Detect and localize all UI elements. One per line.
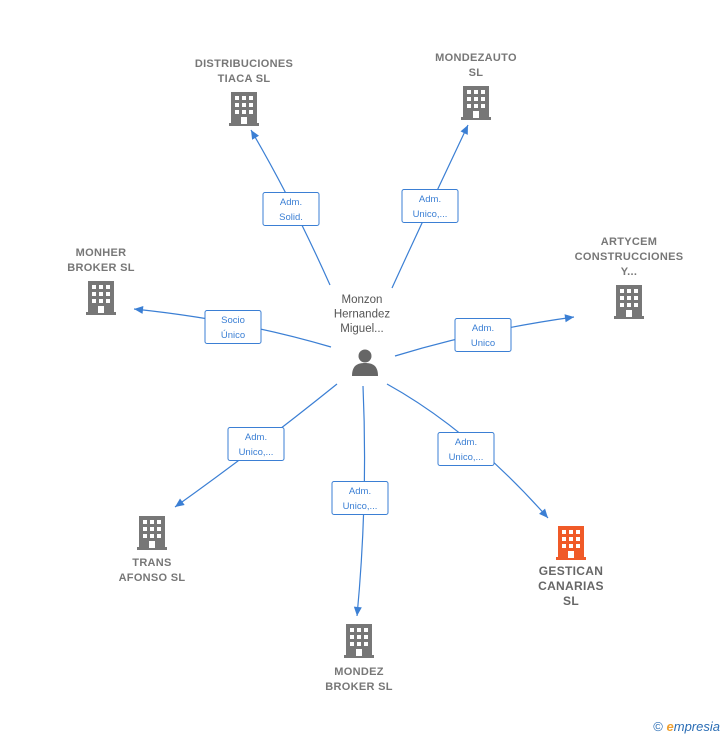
building-icon [556,526,586,560]
relation-badge-gestican[interactable]: Adm. Unico,... [437,432,495,466]
company-name-line: Y... [621,266,638,278]
relation-type-line: Unico,... [343,501,378,512]
arrowhead [134,305,144,314]
relation-type-line: Socio [221,315,245,326]
building-icon [614,285,644,319]
company-name-line: DISTRIBUCIONES [195,58,293,70]
building-icon [137,516,167,550]
company-node-mondezauto[interactable]: MONDEZAUTO SL [435,52,517,120]
relation-type-line: Solid. [279,212,303,223]
company-name-line: MONDEZAUTO [435,52,517,64]
relation-badge-distribuciones[interactable]: Adm. Solid. [262,192,320,226]
brand-name: mpresia [673,719,720,734]
arrowhead [539,508,548,518]
building-icon [229,92,259,126]
building-icon [344,624,374,658]
company-name-line: CANARIAS [538,579,604,593]
relation-type-line: Adm. [419,194,441,205]
relation-type-line: Unico,... [413,209,448,220]
arrowhead [175,498,185,507]
company-node-trans[interactable]: TRANS AFONSO SL [119,516,186,584]
company-name-line: CONSTRUCCIONES [575,251,684,263]
relation-type-line: Adm. [349,486,371,497]
copyright-symbol: © [653,719,663,734]
relation-badge-trans[interactable]: Adm. Unico,... [227,427,285,461]
company-name-line: SL [469,67,484,79]
person-name-line: Miguel... [340,323,383,335]
relation-type-line: Adm. [455,437,477,448]
building-icon [461,86,491,120]
person-name-line: Hernandez [334,309,391,321]
relation-type-line: Único [221,330,245,341]
arrowhead [564,314,574,323]
relation-type-line: Adm. [245,432,267,443]
arrowhead [460,125,468,135]
person-icon [352,349,378,376]
relation-badge-artycem[interactable]: Adm. Unico [454,318,512,352]
relation-badge-mondezauto[interactable]: Adm. Unico,... [401,189,459,223]
company-name-line: BROKER SL [325,681,392,693]
company-name-line: ARTYCEM [601,236,658,248]
person-name-line: Monzon [342,294,383,306]
relation-type-line: Adm. [280,197,302,208]
relation-type-line: Unico,... [239,447,274,458]
company-name-line: GESTICAN [539,564,603,578]
company-name-line: MONHER [76,247,127,259]
company-name-line: TIACA SL [218,73,271,85]
brand-initial: e [666,719,674,734]
badges: Adm.Solid.Adm.Unico,...SocioÚnicoAdm.Uni… [204,189,512,515]
building-icon [86,281,116,315]
company-name-line: TRANS [132,557,171,569]
arrowhead [251,130,260,140]
company-name-line: SL [563,594,579,608]
relation-type-line: Unico [471,338,495,349]
company-node-mondez-broker[interactable]: MONDEZ BROKER SL [325,624,392,693]
company-name-line: BROKER SL [67,262,134,274]
company-node-monher[interactable]: MONHER BROKER SL [67,247,134,315]
company-name-line: MONDEZ [334,666,383,678]
company-node-distribuciones[interactable]: DISTRIBUCIONES TIACA SL [195,58,293,126]
company-name-line: AFONSO SL [119,572,186,584]
arrowhead [353,606,362,616]
relation-type-line: Unico,... [449,452,484,463]
person-node[interactable]: MonzonHernandezMiguel... [334,294,391,376]
relation-badge-mondez-broker[interactable]: Adm. Unico,... [331,481,389,515]
relation-type-line: Adm. [472,323,494,334]
footer-brand[interactable]: © empresia [653,719,720,734]
company-node-artycem[interactable]: ARTYCEM CONSTRUCCIONES Y... [575,236,684,319]
